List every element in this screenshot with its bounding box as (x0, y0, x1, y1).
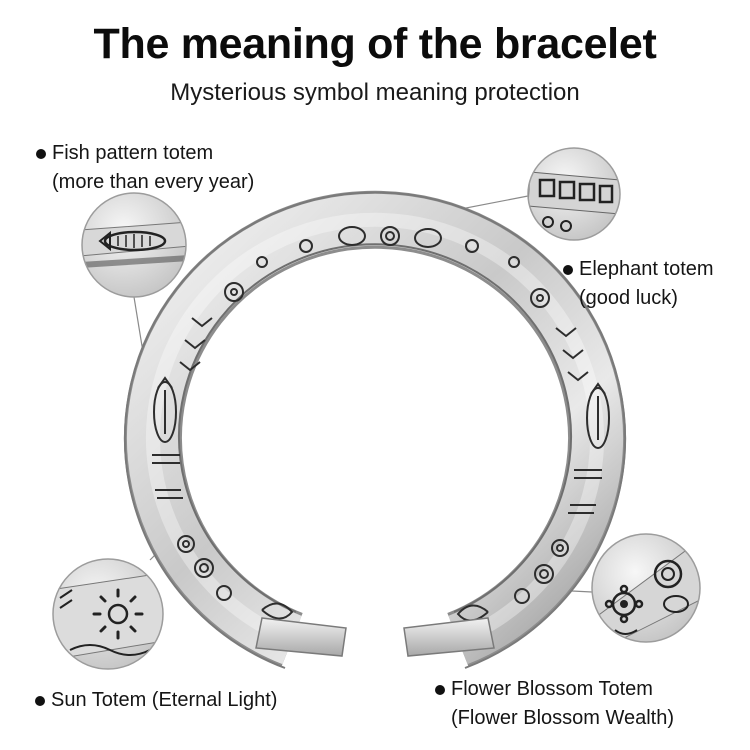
callout-fish-meaning: (more than every year) (52, 171, 255, 193)
zoom-elephant (528, 148, 620, 240)
zoom-flower (592, 534, 700, 642)
callout-flower-title: Flower Blossom Totem (451, 678, 653, 700)
zoom-flower-border (591, 533, 701, 643)
callout-elephant-meaning: (good luck) (579, 287, 678, 309)
zoom-sun-border (52, 558, 164, 670)
zoom-fish-border (81, 192, 187, 298)
bracelet (124, 190, 626, 669)
bullet-icon (35, 696, 45, 706)
zoom-fish (82, 193, 186, 297)
callout-elephant-title: Elephant totem (579, 258, 714, 280)
callout-flower-meaning: (Flower Blossom Wealth) (451, 707, 675, 729)
callout-elephant: Elephant totem (good luck) (563, 255, 714, 313)
bullet-icon (435, 685, 445, 695)
callout-fish: Fish pattern totem (more than every year… (36, 139, 255, 197)
bullet-icon (563, 265, 573, 275)
engravings (152, 226, 610, 622)
callout-flower: Flower Blossom Totem (Flower Blossom Wea… (435, 675, 675, 733)
callout-sun: Sun Totem (Eternal Light) (35, 686, 278, 715)
page-subtitle: Mysterious symbol meaning protection (170, 79, 580, 106)
callout-fish-title: Fish pattern totem (52, 142, 214, 164)
bullet-icon (36, 149, 46, 159)
zoom-sun (53, 559, 163, 669)
page-title: The meaning of the bracelet (93, 20, 657, 68)
callout-sun-title: Sun Totem (Eternal Light) (51, 689, 278, 711)
zoom-elephant-border (527, 147, 621, 241)
